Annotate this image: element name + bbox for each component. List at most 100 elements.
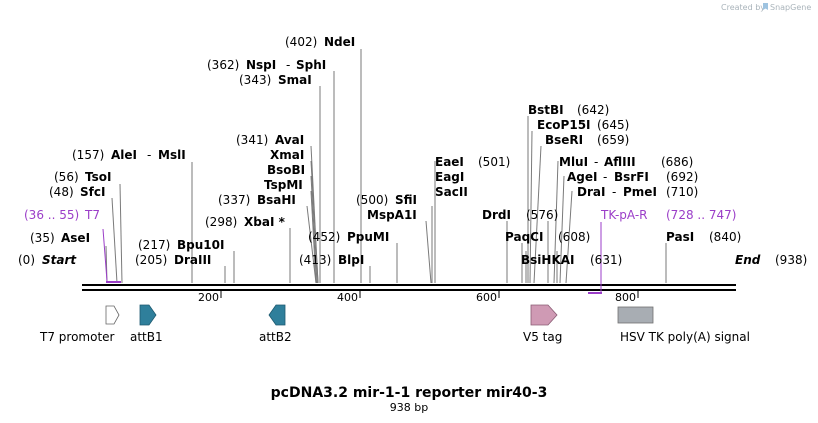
credit-prefix: Created by (721, 3, 765, 12)
enzyme-label[interactable]: EaeI (435, 155, 464, 169)
enzyme-label[interactable]: XmaI (270, 148, 304, 162)
plasmid-title: pcDNA3.2 mir-1-1 reporter mir40-3 (271, 385, 548, 401)
position-label: (608) (558, 230, 590, 244)
enzyme-label[interactable]: PmeI (623, 185, 657, 199)
enzyme-label[interactable]: NspI (246, 58, 276, 72)
position-label: (938) (775, 253, 807, 267)
position-label: (692) (666, 170, 698, 184)
enzyme-label[interactable]: AflIII (604, 155, 636, 169)
enzyme-label[interactable]: PaqCI (505, 230, 543, 244)
enzyme-label[interactable]: TsoI (85, 170, 111, 184)
enzyme-label[interactable]: SmaI (278, 73, 312, 87)
position-label: (217) (138, 238, 170, 252)
attb1-feature[interactable] (139, 304, 157, 326)
enzyme-label[interactable]: AgeI (567, 170, 597, 184)
enzyme-label[interactable]: BlpI (338, 253, 364, 267)
position-label: (501) (478, 155, 510, 169)
position-label: (413) (299, 253, 331, 267)
position-label: (642) (577, 103, 609, 117)
v5-tag-feature[interactable] (530, 304, 558, 326)
position-label: (631) (590, 253, 622, 267)
tick-label: 200 (198, 291, 219, 304)
position-label: (48) (49, 185, 74, 199)
position-label: (659) (597, 133, 629, 147)
separator: - (594, 155, 598, 169)
enzyme-label[interactable]: Bpu10I (177, 238, 224, 252)
enzyme-label[interactable]: AleI (111, 148, 137, 162)
position-label: (0) (18, 253, 35, 267)
enzyme-label[interactable]: MspA1I (367, 208, 417, 222)
position-label: (337) (218, 193, 250, 207)
position-label: (343) (239, 73, 271, 87)
enzyme-label[interactable]: AvaI (275, 133, 304, 147)
enzyme-label[interactable]: TspMI (264, 178, 303, 192)
axis-ticks (220, 291, 639, 298)
position-label: (645) (597, 118, 629, 132)
enzyme-label[interactable]: NdeI (324, 35, 355, 49)
separator: - (147, 148, 151, 162)
primer-range: (728 .. 747) (666, 208, 736, 222)
enzyme-label[interactable]: PpuMI (347, 230, 389, 244)
separator: - (603, 170, 607, 184)
position-label: (341) (236, 133, 268, 147)
primer-range: (36 .. 55) (24, 208, 79, 222)
position-label: (500) (356, 193, 388, 207)
enzyme-label[interactable]: SacII (435, 185, 468, 199)
sequence-backbone (82, 284, 736, 291)
enzyme-label[interactable]: EagI (435, 170, 464, 184)
primer-label[interactable]: T7 (84, 208, 100, 222)
enzyme-label[interactable]: MslI (158, 148, 186, 162)
t7-primer-marker[interactable] (102, 228, 121, 283)
start-label: Start (42, 253, 77, 267)
attb2-feature[interactable] (268, 304, 286, 326)
enzyme-label[interactable]: AseI (61, 231, 90, 245)
plasmid-size: 938 bp (390, 401, 428, 414)
enzyme-leader-lines (105, 49, 667, 284)
position-label: (402) (285, 35, 317, 49)
tk-pa-r-primer-marker[interactable] (588, 222, 602, 294)
position-label: (362) (207, 58, 239, 72)
enzyme-label[interactable]: SphI (296, 58, 326, 72)
enzyme-label[interactable]: BstBI (528, 103, 564, 117)
feature-label: V5 tag (523, 330, 562, 344)
separator: - (286, 58, 290, 72)
enzyme-label[interactable]: DraIII (174, 253, 211, 267)
feature-label: HSV TK poly(A) signal (620, 330, 750, 344)
enzyme-label[interactable]: BsaHI (257, 193, 296, 207)
enzyme-label[interactable]: PasI (666, 230, 694, 244)
enzyme-label[interactable]: SfcI (80, 185, 105, 199)
tick-label: 600 (476, 291, 497, 304)
enzyme-label[interactable]: MluI (559, 155, 588, 169)
separator: - (612, 185, 616, 199)
tick-label: 400 (337, 291, 358, 304)
position-label: (452) (308, 230, 340, 244)
t7-promoter-feature[interactable] (105, 305, 120, 325)
enzyme-label[interactable]: DrdI (482, 208, 511, 222)
enzyme-label[interactable]: SfiI (395, 193, 417, 207)
position-label: (56) (54, 170, 79, 184)
end-label: End (735, 253, 761, 267)
position-label: (157) (72, 148, 104, 162)
primer-label[interactable]: TK-pA-R (600, 208, 648, 222)
enzyme-label[interactable]: BseRI (545, 133, 583, 147)
position-label: (576) (526, 208, 558, 222)
position-label: (298) (205, 215, 237, 229)
enzyme-label[interactable]: BsiHKAI (521, 253, 575, 267)
tick-label: 800 (615, 291, 636, 304)
feature-label: T7 promoter (39, 330, 115, 344)
position-label: (205) (135, 253, 167, 267)
hsv-tk-polya-feature[interactable] (617, 306, 654, 324)
feature-label: attB2 (259, 330, 292, 344)
enzyme-label[interactable]: EcoP15I (537, 118, 591, 132)
enzyme-label[interactable]: BsrFI (614, 170, 649, 184)
position-label: (686) (661, 155, 693, 169)
enzyme-label[interactable]: BsoBI (267, 163, 305, 177)
position-label: (710) (666, 185, 698, 199)
enzyme-label[interactable]: DraI (577, 185, 605, 199)
snapgene-logo-icon (763, 3, 768, 10)
credit-brand: SnapGene (770, 3, 811, 12)
feature-label: attB1 (130, 330, 163, 344)
position-label: (840) (709, 230, 741, 244)
enzyme-label[interactable]: XbaI * (244, 215, 286, 229)
